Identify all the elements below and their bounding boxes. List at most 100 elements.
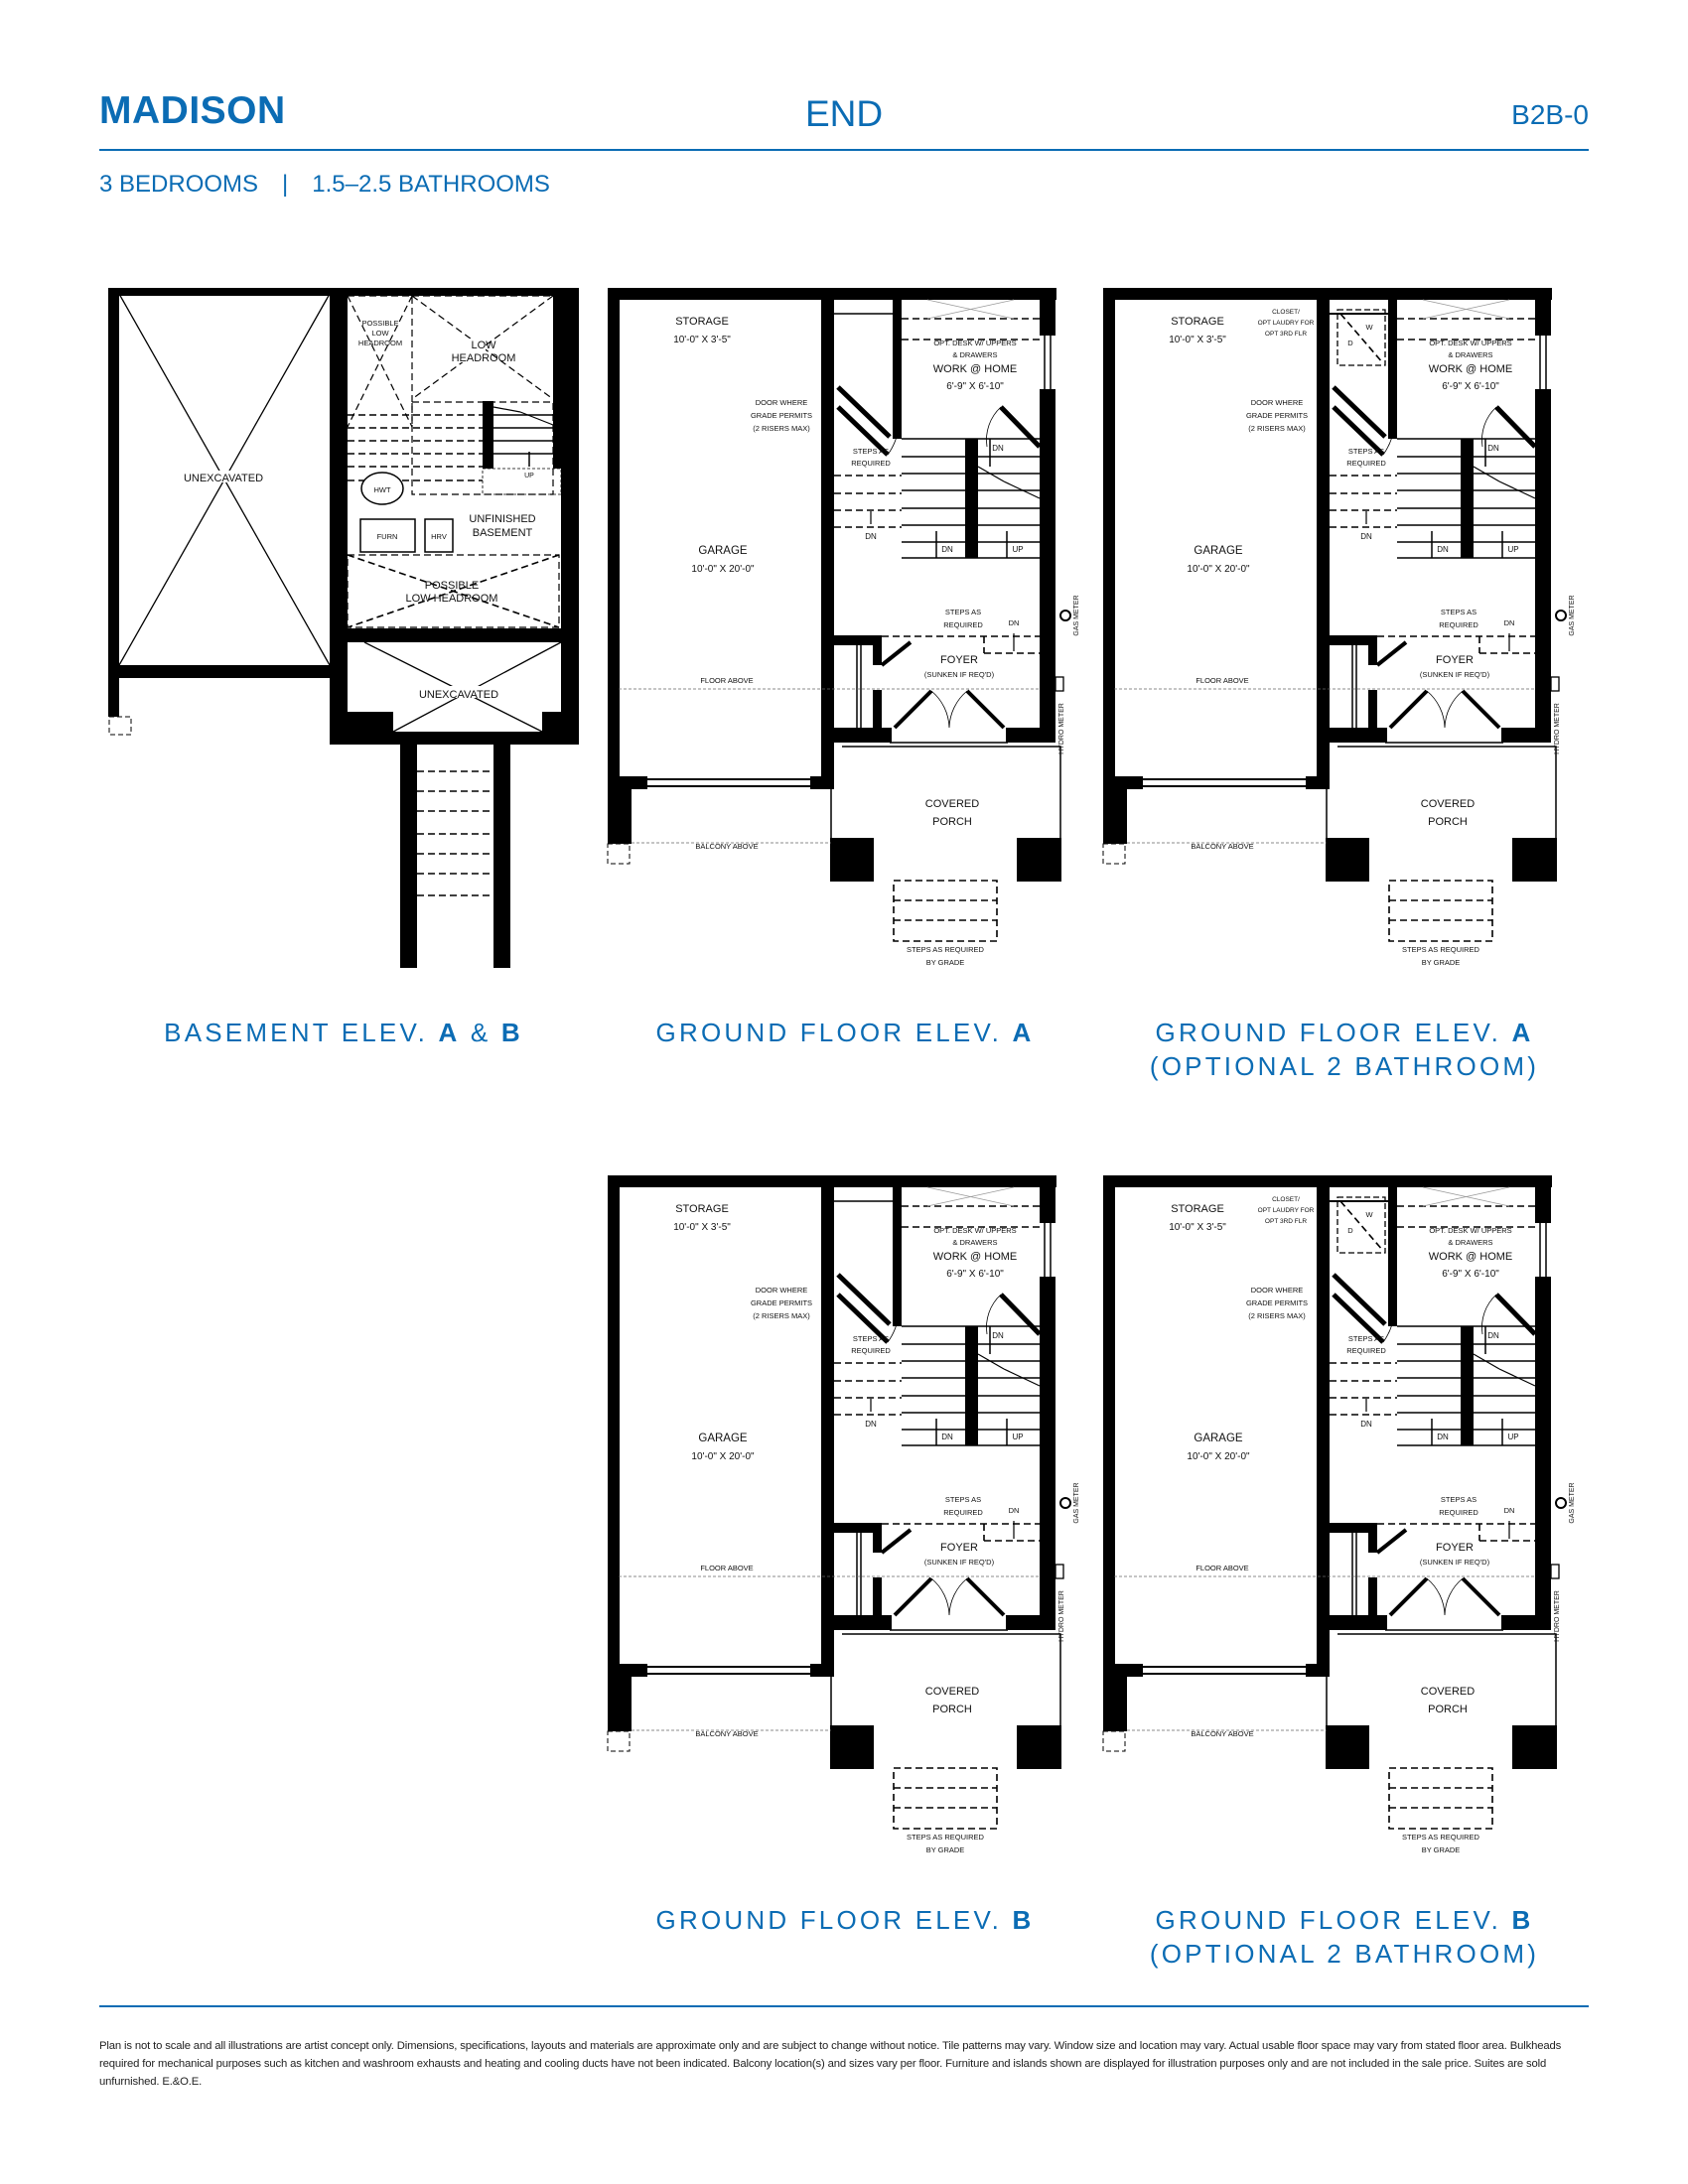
headroom-note: LOW bbox=[371, 329, 389, 338]
room-dim-storage: 10'-0" X 3'-5" bbox=[673, 1222, 731, 1233]
door-note: DOOR WHERE bbox=[1251, 1286, 1304, 1295]
stair-wall bbox=[400, 745, 417, 968]
stair-up-label: UP bbox=[1012, 545, 1023, 554]
gas-meter-icon bbox=[1555, 610, 1567, 621]
stair-dn-label: DN bbox=[941, 545, 953, 554]
furnace bbox=[359, 518, 416, 553]
exterior-wall bbox=[1535, 1175, 1551, 1223]
hrv-label: HRV bbox=[431, 532, 447, 541]
door-leaf bbox=[965, 1576, 1006, 1617]
exterior-steps bbox=[893, 880, 998, 942]
break-line bbox=[1498, 1368, 1536, 1387]
desk-note: OPT. DESK W/ UPPERS bbox=[1429, 339, 1511, 347]
steps-note: REQUIRED bbox=[943, 620, 983, 629]
door-leaf bbox=[880, 1528, 913, 1555]
hydro-meter-icon bbox=[1055, 1564, 1064, 1579]
door-note: (2 RISERS MAX) bbox=[1248, 1311, 1306, 1320]
washer-label: W bbox=[1365, 1210, 1373, 1219]
closet-note: OPT 3RD FLR bbox=[1265, 1218, 1307, 1225]
interior-wall bbox=[1388, 1175, 1397, 1326]
gas-meter-icon bbox=[1059, 610, 1071, 621]
column-outline bbox=[607, 1730, 631, 1752]
disclaimer: Plan is not to scale and all illustratio… bbox=[99, 2040, 1562, 2088]
dn-label: DN bbox=[1360, 532, 1372, 541]
room-name-porch: PORCH bbox=[932, 1704, 972, 1715]
stair-wall bbox=[483, 401, 493, 469]
steps-note: REQUIRED bbox=[943, 1508, 983, 1517]
break-line bbox=[1473, 1353, 1500, 1370]
wall bbox=[1006, 1615, 1055, 1630]
door-note: (2 RISERS MAX) bbox=[753, 1311, 810, 1320]
room-name-porch: COVERED bbox=[1421, 1686, 1475, 1698]
caption-elevation: A bbox=[1012, 1018, 1035, 1047]
steps-grade-note: BY GRADE bbox=[1422, 1845, 1461, 1854]
room-dim-work-home: 6'-9" X 6'-10" bbox=[1442, 381, 1499, 392]
caption-elevation: B bbox=[1012, 1905, 1035, 1935]
steps-note: REQUIRED bbox=[1439, 620, 1478, 629]
gas-meter-icon bbox=[1555, 1497, 1567, 1509]
room-name-garage: GARAGE bbox=[1194, 1433, 1243, 1444]
dn-label: DN bbox=[865, 532, 877, 541]
caption-text: GROUND FLOOR ELEV. bbox=[655, 1905, 1013, 1935]
elevation-type: END bbox=[804, 93, 884, 134]
caption-elevation: A bbox=[438, 1018, 461, 1047]
column-outline bbox=[1102, 1730, 1126, 1752]
foyer-note: (SUNKEN IF REQ'D) bbox=[924, 670, 995, 679]
dn-label: DN bbox=[1504, 618, 1515, 627]
wall bbox=[1501, 1615, 1551, 1630]
desk-note: & DRAWERS bbox=[952, 350, 997, 359]
garage-wall bbox=[821, 288, 834, 789]
headroom-note: POSSIBLE bbox=[361, 319, 398, 328]
door-leaf bbox=[1332, 405, 1385, 457]
room-name-porch: PORCH bbox=[1428, 816, 1468, 828]
wall bbox=[873, 635, 882, 665]
wall bbox=[1306, 776, 1330, 789]
door-leaf bbox=[1494, 1293, 1537, 1336]
plan-caption: GROUND FLOOR ELEV. B(OPTIONAL 2 BATHROOM… bbox=[1047, 1903, 1642, 1971]
porch-column bbox=[1512, 838, 1557, 882]
porch-column bbox=[1326, 838, 1369, 882]
door-leaf bbox=[1332, 1293, 1385, 1344]
wall bbox=[1006, 728, 1055, 743]
exterior-steps bbox=[1388, 1767, 1493, 1830]
room-name-work-home: WORK @ HOME bbox=[933, 363, 1018, 375]
wall bbox=[1368, 690, 1377, 728]
door-leaf bbox=[893, 689, 933, 730]
headroom-label: POSSIBLE bbox=[425, 580, 479, 592]
desk-note: & DRAWERS bbox=[1448, 1238, 1492, 1247]
wall bbox=[810, 1664, 834, 1677]
garage-wall bbox=[1317, 288, 1330, 789]
door-note: GRADE PERMITS bbox=[1246, 411, 1308, 420]
furn-label: FURN bbox=[377, 532, 398, 541]
closet-note: CLOSET/ bbox=[1272, 1196, 1300, 1203]
room-dim-work-home: 6'-9" X 6'-10" bbox=[946, 1269, 1004, 1280]
stair-wall bbox=[1461, 1326, 1474, 1445]
porch-column bbox=[1017, 838, 1061, 882]
wall bbox=[1368, 635, 1377, 665]
wall bbox=[834, 1615, 892, 1630]
room-dim-garage: 10'-0" X 20'-0" bbox=[1187, 1451, 1250, 1462]
room-name-foyer: FOYER bbox=[1436, 1542, 1474, 1554]
interior-wall bbox=[893, 1175, 902, 1326]
up-label: UP bbox=[524, 473, 534, 479]
exterior-wall bbox=[1040, 389, 1055, 743]
door-leaf bbox=[836, 405, 890, 457]
low-headroom-label: LOW bbox=[471, 340, 496, 351]
interior-wall bbox=[1388, 288, 1397, 439]
room-name-porch: COVERED bbox=[1421, 798, 1475, 810]
wall bbox=[873, 1577, 882, 1615]
wall bbox=[348, 628, 579, 642]
washer-label: W bbox=[1365, 323, 1373, 332]
closet-note: CLOSET/ bbox=[1272, 309, 1300, 316]
steps-note: REQUIRED bbox=[1346, 459, 1386, 468]
dn-label: DN bbox=[865, 1420, 877, 1429]
door-leaf bbox=[1494, 405, 1537, 449]
model-code: B2B-0 bbox=[1511, 99, 1589, 130]
room-name-garage: GARAGE bbox=[1194, 545, 1243, 557]
room-name-porch: COVERED bbox=[925, 798, 979, 810]
wall bbox=[1306, 1664, 1330, 1677]
room-dim-garage: 10'-0" X 20'-0" bbox=[691, 564, 755, 575]
gas-meter-icon bbox=[1059, 1497, 1071, 1509]
break-line bbox=[1003, 480, 1041, 499]
room-name-storage: STORAGE bbox=[1171, 1203, 1224, 1215]
